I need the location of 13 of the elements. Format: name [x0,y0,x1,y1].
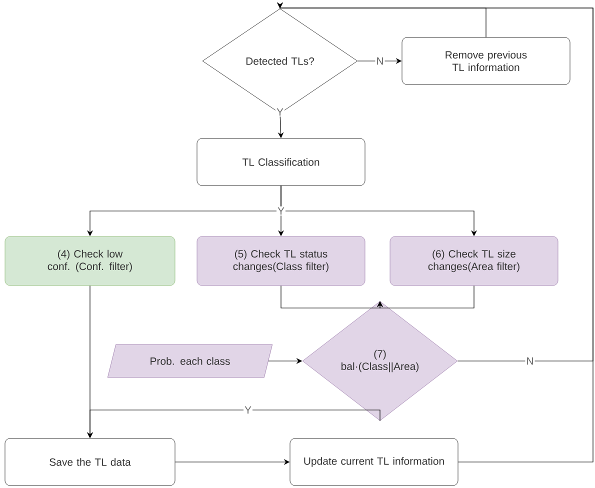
edge-label: Y [244,405,252,415]
process-box: Save the TL data [4,438,176,486]
process-box: (5) Check TL status changes(Class filter) [196,236,366,286]
process-box: TL Classification [196,138,366,186]
edge-label: N [375,56,385,66]
process-box: Update current TL information [290,438,458,486]
process-box: (4) Check low conf. (Conf. filter) [4,236,176,286]
input-parallelogram: Prob. each class [107,344,273,378]
arrow [376,285,474,308]
process-box: (6) Check TL size changes(Area filter) [390,236,558,286]
edge-label: N [525,356,535,366]
edge-label: Y [276,206,286,216]
process-box: Remove previous TL information [402,37,570,85]
